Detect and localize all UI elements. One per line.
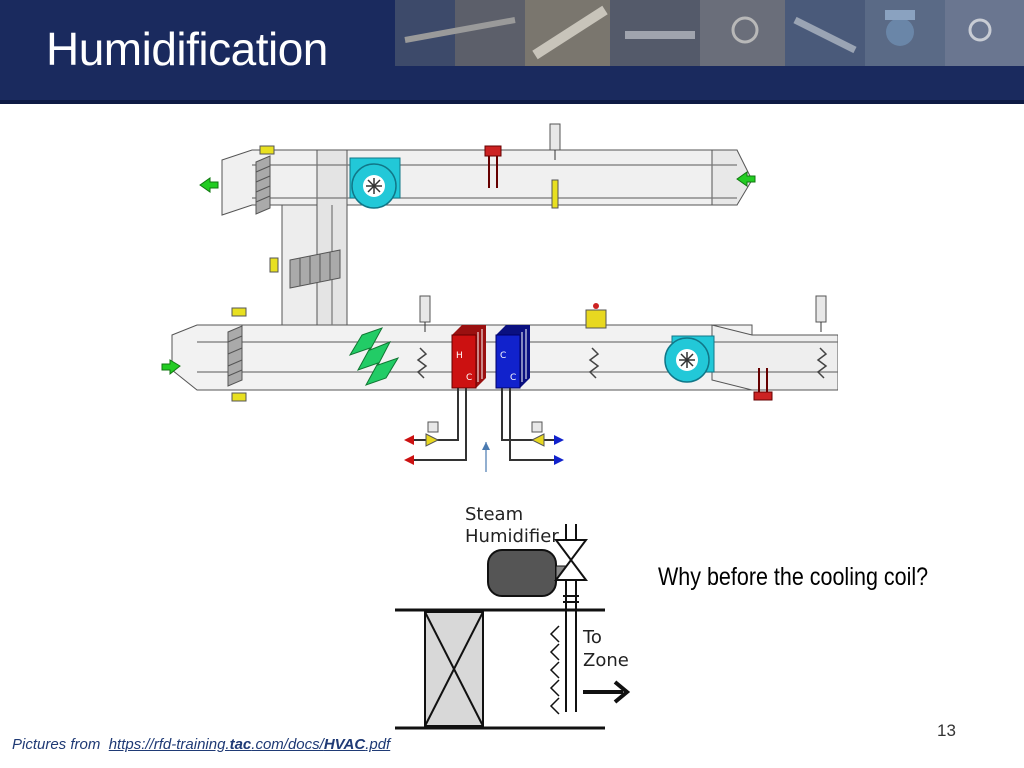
steam-valve-icon xyxy=(554,539,588,581)
source-link-part: https://rfd-training. xyxy=(108,736,230,753)
humidity-sensor-icon xyxy=(484,145,502,188)
temperature-sensor-icon xyxy=(588,347,600,379)
cooling-coil-letter-top: C xyxy=(500,351,506,361)
heating-coil-letter-top: H xyxy=(456,351,463,361)
temperature-sensor-icon xyxy=(816,347,828,379)
thermometer-icon xyxy=(419,295,431,332)
damper-actuator-icon xyxy=(269,257,279,273)
title-underline xyxy=(0,100,1024,104)
source-prefix: Pictures from xyxy=(12,736,101,753)
chilled-water-arrow-icon xyxy=(554,455,564,465)
source-link-part: HVAC xyxy=(323,736,366,753)
source-link-part: .com/docs/ xyxy=(251,736,324,753)
cooling-valve-icon xyxy=(530,421,545,447)
cooling-coil-letter-bottom: C xyxy=(510,373,516,383)
humidifier-pointer-arrowhead xyxy=(482,442,490,450)
page-number: 13 xyxy=(937,721,956,740)
heating-coil-letter-bottom: C xyxy=(466,373,472,383)
return-fan-icon xyxy=(349,157,401,209)
filter-block-icon xyxy=(424,611,484,727)
damper-actuator-icon xyxy=(231,307,247,317)
hot-water-arrow-icon xyxy=(404,455,414,465)
source-link-part: tac xyxy=(229,736,252,753)
exhaust-damper-icon xyxy=(255,155,271,215)
damper-actuator-icon xyxy=(231,392,247,402)
to-zone-arrow-icon xyxy=(583,680,631,704)
mixing-damper-icon xyxy=(289,249,341,289)
outside-air-arrow-icon xyxy=(161,359,181,376)
source-link[interactable]: https://rfd-training.tac.com/docs/HVAC.p… xyxy=(109,736,391,753)
exhaust-arrow-icon xyxy=(199,177,219,193)
filter-icon xyxy=(348,327,400,386)
humidifier-label: Humidifier xyxy=(465,526,559,547)
steam-dispersion-icon xyxy=(549,625,560,715)
cooling-coil-icon: C C xyxy=(495,325,530,389)
banner-photo-strip xyxy=(395,0,1024,66)
humidity-sensor-icon xyxy=(753,368,773,401)
heating-valve-icon xyxy=(425,421,440,447)
to-label: To xyxy=(582,627,602,648)
steam-label: Steam xyxy=(465,504,523,525)
steam-generator-icon xyxy=(487,549,567,597)
humidistat-icon xyxy=(585,303,607,329)
return-air-arrow-icon xyxy=(736,171,756,187)
heating-coil-icon: H C xyxy=(451,325,486,389)
temperature-sensor-icon xyxy=(416,347,428,379)
hot-water-arrow-icon xyxy=(404,435,414,445)
zone-label: Zone xyxy=(583,650,629,671)
title-bar: Humidification xyxy=(0,0,1024,104)
air-handling-unit-diagram: H C C C xyxy=(161,123,838,472)
outside-air-damper-icon xyxy=(227,325,243,387)
steam-humidifier-diagram: Steam Humidifier To Zone xyxy=(395,504,631,730)
chilled-water-arrow-icon xyxy=(554,435,564,445)
thermometer-icon xyxy=(549,123,561,209)
source-caption: Pictures from https://rfd-training.tac.c… xyxy=(12,736,390,753)
source-link-part: .pdf xyxy=(365,736,391,753)
supply-fan-icon xyxy=(664,335,715,383)
slide-title: Humidification xyxy=(46,23,328,75)
damper-actuator-icon xyxy=(259,145,275,155)
thermometer-icon xyxy=(815,295,827,332)
question-text: Why before the cooling coil? xyxy=(658,563,929,591)
